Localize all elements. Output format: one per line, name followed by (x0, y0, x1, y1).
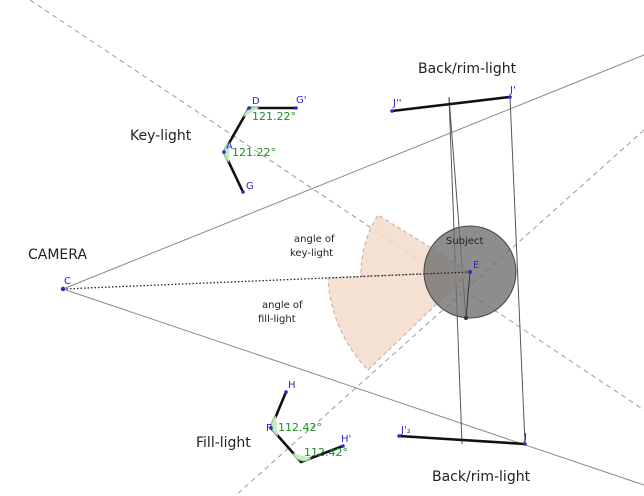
point-f (269, 426, 273, 430)
back-light-top-label: Back/rim-light (418, 61, 517, 77)
point-c (60, 286, 66, 292)
points (60, 95, 527, 448)
key-angle-upper: 121.22° (252, 110, 296, 123)
point-label-gp: G' (296, 95, 307, 106)
subject-axis (465, 271, 471, 319)
guide-right (509, 96, 526, 445)
point-label-h: H (288, 380, 296, 391)
fill-angle-upper: 112.42° (278, 421, 322, 434)
fill-light-symbol (269, 390, 345, 464)
key-light-symbol (222, 106, 298, 194)
camera-subject-line (62, 271, 471, 290)
point-jtop (508, 95, 512, 99)
view-line-top (62, 54, 644, 290)
point-label-c: C (64, 276, 71, 287)
fill-light-label: Fill-light (196, 435, 251, 451)
point-label-f: F (266, 423, 272, 434)
angle-key-label-1: angle of (294, 234, 335, 245)
fill-light-shape (269, 390, 345, 464)
key-light-shape (222, 106, 298, 194)
dashed-guides (29, 0, 644, 496)
camera-view-lines (62, 54, 644, 486)
dashed-guide-2 (234, 129, 644, 496)
point-label-e: E (473, 260, 479, 271)
angle-key-label-2: key-light (290, 248, 333, 259)
point-g (241, 190, 245, 194)
point-j (523, 442, 527, 446)
point-label-jtop2: J'' (392, 98, 401, 109)
back-light-top-bar (390, 95, 512, 113)
point-gp (294, 106, 298, 110)
point-label-jtop: J' (509, 85, 516, 96)
angle-fill-label-1: angle of (262, 300, 303, 311)
key-light-label: Key-light (130, 128, 192, 144)
angle-fill-label-2: fill-light (258, 314, 296, 325)
point-e (468, 270, 472, 274)
back-light-bottom-bar (397, 434, 527, 446)
back-light-bottom-label: Back/rim-light (432, 469, 531, 485)
view-line-bottom (62, 288, 644, 486)
dashed-guide-1 (29, 0, 644, 411)
point-label-j: J (523, 432, 527, 443)
point-label-g: G (246, 181, 254, 192)
point-label-hp: H' (341, 434, 351, 445)
point-j2 (397, 434, 401, 438)
point-label-d: D (252, 96, 260, 107)
camera-label: CAMERA (28, 247, 87, 263)
point-h (284, 390, 288, 394)
fill-angle-lower: 112.42° (304, 446, 348, 459)
point-d (247, 106, 251, 110)
fill-angle-arc-lower (292, 452, 312, 462)
point-subject-bottom (464, 316, 468, 320)
point-hp (341, 444, 345, 448)
point-a (222, 150, 226, 154)
subject-label: Subject (446, 236, 483, 247)
point-jtop2 (390, 109, 394, 113)
key-angle-lower: 121.22° (232, 146, 276, 159)
point-label-j2: J'₂ (400, 425, 411, 436)
point-label-a: A (226, 141, 233, 152)
